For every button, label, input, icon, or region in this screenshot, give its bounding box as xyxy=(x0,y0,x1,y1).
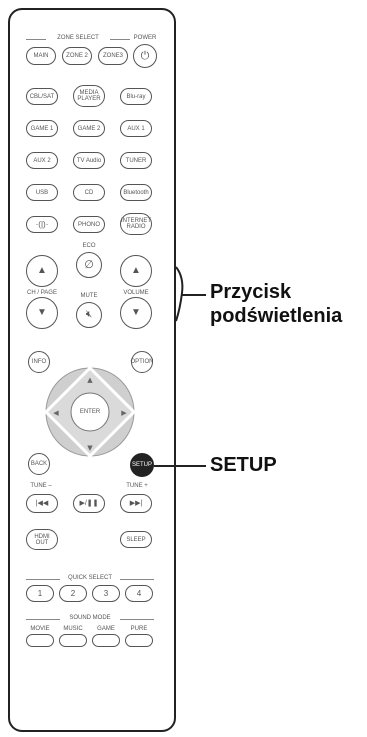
source-internet-radio-button[interactable]: INTERNET RADIO xyxy=(120,213,152,235)
source-tuner-button[interactable]: TUNER xyxy=(120,152,152,169)
sound-mode-label: SOUND MODE xyxy=(69,615,111,621)
volume-up-button[interactable]: ▲ xyxy=(120,255,152,287)
play-pause-button[interactable]: ▶/❚❚ xyxy=(73,494,105,513)
source-aux2-button[interactable]: AUX 2 xyxy=(26,152,58,169)
sound-mode-pure-label: PURE xyxy=(130,626,148,632)
source-heos-button[interactable]: ·(|)· xyxy=(26,216,58,233)
source-phono-button[interactable]: PHONO xyxy=(73,216,105,233)
volume-label: VOLUME xyxy=(123,290,149,296)
quick-select-4-button[interactable]: 4 xyxy=(125,585,153,602)
channel-down-button[interactable]: ▼ xyxy=(26,297,58,329)
power-button[interactable]: ⏻ xyxy=(133,44,157,68)
previous-button[interactable]: |◀◀ xyxy=(26,494,58,513)
dpad-up-icon: ▲ xyxy=(87,376,93,384)
speaker-mute-icon: 🔇︎ xyxy=(85,309,93,320)
quick-select-2-button[interactable]: 2 xyxy=(59,585,87,602)
sound-mode-game-button[interactable] xyxy=(92,634,120,647)
mute-button[interactable]: 🔇︎ xyxy=(76,302,102,328)
sound-mode-movie-label: MOVIE xyxy=(30,626,50,632)
setup-callout-line xyxy=(154,465,206,467)
skip-forward-icon: ▶▶| xyxy=(129,499,143,507)
enter-button[interactable]: ENTER xyxy=(79,409,101,415)
zone-2-button[interactable]: ZONE 2 xyxy=(62,47,92,65)
back-button[interactable]: BACK xyxy=(28,453,50,475)
option-button[interactable]: OPTION xyxy=(131,351,154,373)
source-cbl-sat-button[interactable]: CBL/SAT xyxy=(26,88,58,105)
sound-mode-line-left xyxy=(26,619,60,620)
eco-label: ECO xyxy=(82,243,96,249)
power-label: POWER xyxy=(133,35,157,41)
source-game2-button[interactable]: GAME 2 xyxy=(73,120,105,137)
quick-select-line-right xyxy=(120,579,154,580)
zone-main-button[interactable]: MAIN xyxy=(26,47,56,65)
source-cd-button[interactable]: CD xyxy=(73,184,105,201)
source-aux1-button[interactable]: AUX 1 xyxy=(120,120,152,137)
quick-select-label: QUICK SELECT xyxy=(67,575,112,581)
zone-select-line-right xyxy=(110,39,130,40)
hdmi-out-button[interactable]: HDMI OUT xyxy=(26,529,58,550)
arrow-up-icon: ▲ xyxy=(37,265,47,276)
dpad-left-icon: ◀ xyxy=(53,409,59,417)
eco-button[interactable]: ∅ xyxy=(76,252,102,278)
heos-icon: ·(|)· xyxy=(35,219,49,229)
sound-mode-game-label: GAME xyxy=(97,626,115,632)
arrow-up-icon: ▲ xyxy=(131,265,141,276)
sound-mode-music-button[interactable] xyxy=(59,634,87,647)
source-media-player-button[interactable]: MEDIA PLAYER xyxy=(73,85,105,107)
volume-down-button[interactable]: ▼ xyxy=(120,297,152,329)
source-game1-button[interactable]: GAME 1 xyxy=(26,120,58,137)
backlight-button-indicator xyxy=(175,266,184,322)
info-button[interactable]: INFO xyxy=(28,351,50,373)
skip-back-icon: |◀◀ xyxy=(35,499,49,507)
setup-button[interactable]: SETUP xyxy=(130,453,154,477)
mute-label: MUTE xyxy=(80,293,98,299)
sound-mode-music-label: MUSIC xyxy=(63,626,83,632)
power-icon: ⏻ xyxy=(140,50,150,62)
source-tv-audio-button[interactable]: TV Audio xyxy=(73,152,105,169)
dpad-right-icon: ▶ xyxy=(121,409,127,417)
sound-mode-pure-button[interactable] xyxy=(125,634,153,647)
dpad-down-icon: ▼ xyxy=(87,444,93,452)
quick-select-line-left xyxy=(26,579,60,580)
zone-select-label: ZONE SELECT xyxy=(57,35,99,41)
tune-plus-label: TUNE + xyxy=(126,483,148,489)
sleep-button[interactable]: SLEEP xyxy=(120,531,152,548)
zone-3-button[interactable]: ZONE3 xyxy=(98,47,128,65)
quick-select-3-button[interactable]: 3 xyxy=(92,585,120,602)
backlight-callout-line xyxy=(182,294,206,296)
leaf-icon: ∅ xyxy=(84,259,94,271)
next-button[interactable]: ▶▶| xyxy=(120,494,152,513)
quick-select-1-button[interactable]: 1 xyxy=(26,585,54,602)
arrow-down-icon: ▼ xyxy=(131,307,141,318)
tune-minus-label: TUNE – xyxy=(30,483,52,489)
source-bluray-button[interactable]: Blu-ray xyxy=(120,88,152,105)
ch-page-label: CH / PAGE xyxy=(27,290,57,296)
play-pause-icon: ▶/❚❚ xyxy=(79,499,99,507)
arrow-down-icon: ▼ xyxy=(37,307,47,318)
direction-pad[interactable]: ▲ ▼ ◀ ▶ xyxy=(38,362,142,462)
zone-select-line-left xyxy=(26,39,46,40)
source-bluetooth-button[interactable]: Bluetooth xyxy=(120,184,152,201)
setup-label: SETUP xyxy=(210,454,277,476)
channel-up-button[interactable]: ▲ xyxy=(26,255,58,287)
source-usb-button[interactable]: USB xyxy=(26,184,58,201)
backlight-button-label: Przycisk podświetlenia xyxy=(210,281,343,327)
sound-mode-movie-button[interactable] xyxy=(26,634,54,647)
sound-mode-line-right xyxy=(120,619,154,620)
